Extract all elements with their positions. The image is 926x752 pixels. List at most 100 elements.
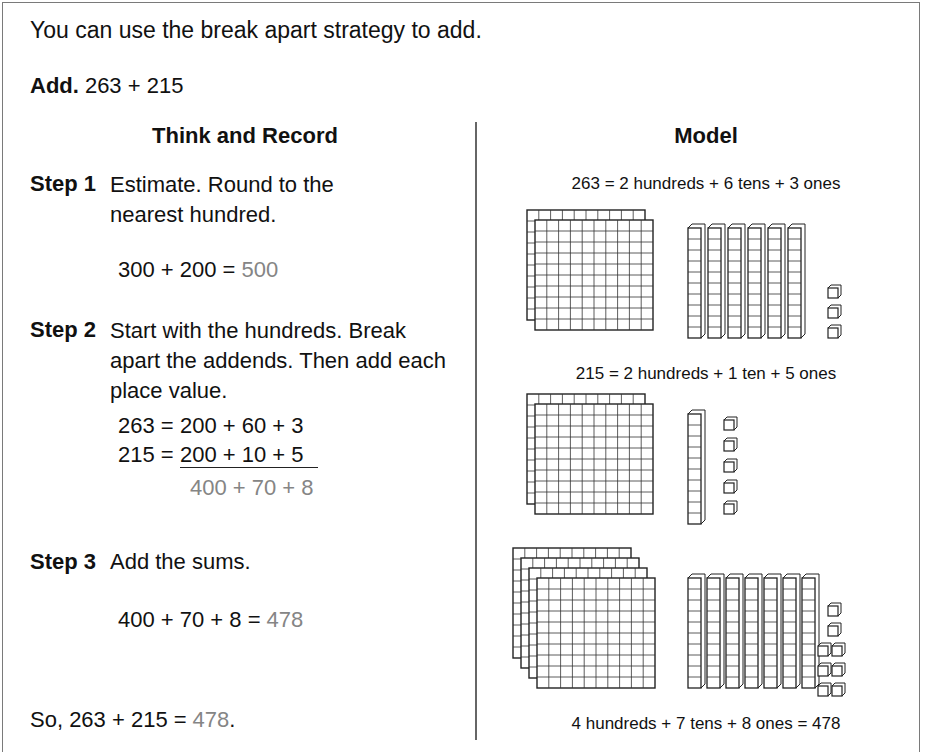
one-cube xyxy=(724,504,734,514)
rod-depth xyxy=(688,224,705,338)
rod-depth xyxy=(783,574,800,688)
text-line: Step 2 xyxy=(30,316,96,344)
rod-depth xyxy=(768,224,785,338)
rod-depth xyxy=(707,574,724,688)
ten-rod xyxy=(688,578,701,688)
rod-segments xyxy=(764,589,777,677)
flat-grid xyxy=(535,404,653,514)
text-line: 200 + 60 + 3 xyxy=(180,412,304,440)
ten-rod xyxy=(748,228,761,338)
text-line: You can use the break apart strategy to … xyxy=(30,16,482,45)
rod-segments xyxy=(708,239,721,327)
text-line: Estimate. Round to the nearest hundred. xyxy=(110,170,360,230)
problem: 263 + 215 xyxy=(85,73,183,98)
text-line: 400 + 70 + 8 xyxy=(190,474,314,502)
ten-rod xyxy=(802,578,815,688)
unit-depth xyxy=(724,480,737,493)
text-line: Add the sums. xyxy=(110,548,251,576)
one-cube xyxy=(832,646,842,656)
text-line: Think and Record xyxy=(130,122,360,150)
rod-segments xyxy=(726,589,739,677)
column-heading: Think and Record xyxy=(152,123,338,148)
rod-depth xyxy=(764,574,781,688)
ten-rod xyxy=(764,578,777,688)
rod-segments xyxy=(688,589,701,677)
unit-depth xyxy=(828,285,841,298)
one-cube xyxy=(724,420,734,430)
step-label: Step 1 xyxy=(30,171,96,196)
one-cube xyxy=(828,606,838,616)
rod-depth xyxy=(728,224,745,338)
sum-equation: 400 + 70 + 8 = xyxy=(118,607,261,632)
text-line: 263 = xyxy=(118,412,174,440)
intro-text: You can use the break apart strategy to … xyxy=(30,17,482,43)
rod-segments xyxy=(688,239,701,327)
step-label: Step 2 xyxy=(30,317,96,342)
one-cube xyxy=(828,288,838,298)
addend: 215 = xyxy=(118,442,174,467)
rod-segments xyxy=(802,589,815,677)
unit-depth xyxy=(832,643,845,656)
one-cube xyxy=(724,483,734,493)
rod-depth xyxy=(726,574,743,688)
hundred-flat xyxy=(535,404,653,514)
unit-depth xyxy=(828,305,841,318)
ten-rod xyxy=(726,578,739,688)
rod-depth xyxy=(688,410,705,524)
model-caption: 4 hundreds + 7 tens + 8 ones = 478 xyxy=(572,714,841,733)
rod-segments xyxy=(788,239,801,327)
ten-rod xyxy=(728,228,741,338)
text-line: 215 = xyxy=(118,441,174,469)
rod-segments xyxy=(783,589,796,677)
expanded-form: 200 + 10 + 5 xyxy=(180,442,318,468)
ten-rod xyxy=(768,228,781,338)
rod-depth xyxy=(708,224,725,338)
text-line: 4 hundreds + 7 tens + 8 ones = 478 xyxy=(490,712,922,735)
answer-result: 478 xyxy=(193,707,230,732)
one-cube xyxy=(724,462,734,472)
unit-depth xyxy=(832,663,845,676)
one-cube xyxy=(724,441,734,451)
estimate: 300 + 200 = xyxy=(118,257,235,282)
unit-depth xyxy=(828,623,841,636)
unit-depth xyxy=(828,325,841,338)
expanded-form: 200 + 60 + 3 xyxy=(180,413,304,438)
flat-grid xyxy=(537,578,655,688)
hundred-flat xyxy=(535,220,653,330)
model-caption: 263 = 2 hundreds + 6 tens + 3 ones xyxy=(572,174,841,193)
estimate-result: 500 xyxy=(241,257,278,282)
ten-rod xyxy=(688,228,701,338)
ten-rod xyxy=(788,228,801,338)
ten-rod xyxy=(783,578,796,688)
hundred-flat xyxy=(537,578,655,688)
rod-depth xyxy=(688,574,705,688)
text-line: So, 263 + 215 =478. xyxy=(30,706,235,734)
rod-depth xyxy=(802,574,819,688)
rod-segments xyxy=(748,239,761,327)
unit-depth xyxy=(818,643,831,656)
column-divider xyxy=(475,122,477,740)
ten-rod xyxy=(745,578,758,688)
unit-depth xyxy=(818,683,831,696)
rod-segments xyxy=(707,589,720,677)
step-text: Add the sums. xyxy=(110,549,251,574)
text-line: Model xyxy=(606,122,806,150)
unit-depth xyxy=(828,603,841,616)
one-cube xyxy=(832,666,842,676)
text-line: 300 + 200 =500 xyxy=(118,256,278,284)
text-line: Start with the hundreds. Break apart the… xyxy=(110,316,462,406)
ten-rod xyxy=(708,228,721,338)
column-heading: Model xyxy=(674,123,738,148)
rod-depth xyxy=(788,224,805,338)
unit-depth xyxy=(724,417,737,430)
text-line: 400 + 70 + 8 =478 xyxy=(118,606,303,634)
unit-depth xyxy=(724,438,737,451)
rod-depth xyxy=(745,574,762,688)
text-line: Step 3 xyxy=(30,548,96,576)
one-cube xyxy=(818,666,828,676)
one-cube xyxy=(818,686,828,696)
unit-depth xyxy=(832,683,845,696)
ten-rod xyxy=(707,578,720,688)
rod-segments xyxy=(728,239,741,327)
flat-grid xyxy=(535,220,653,330)
